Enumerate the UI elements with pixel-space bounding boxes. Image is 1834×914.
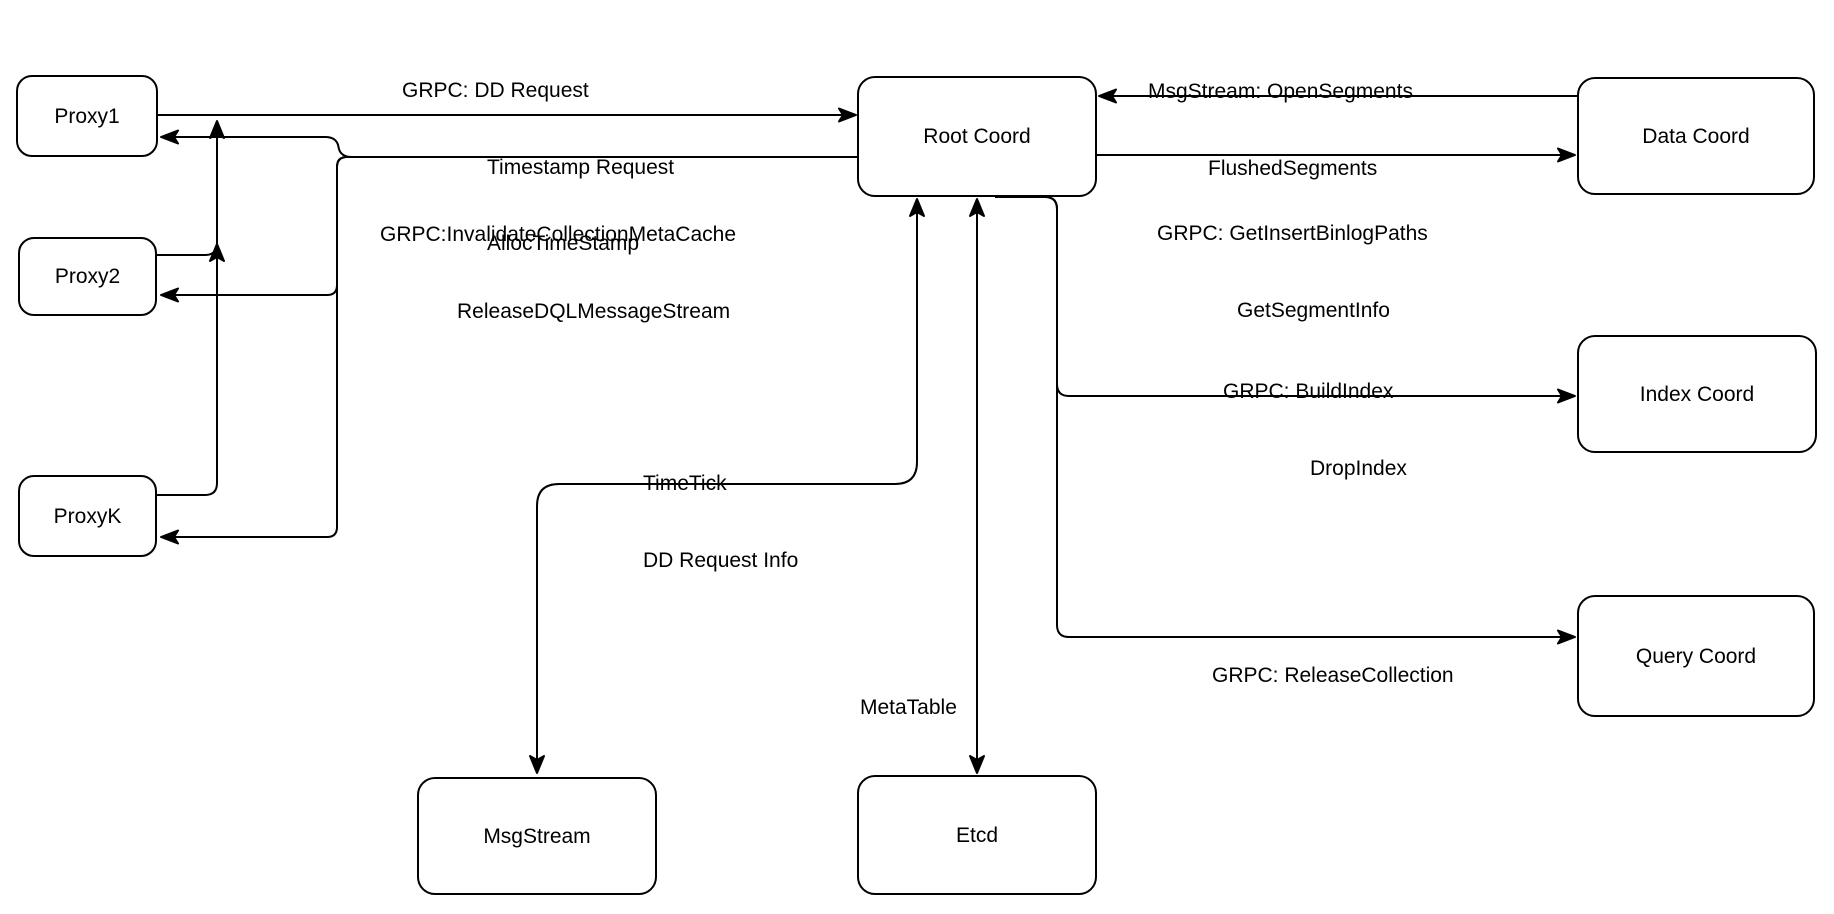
edge-label-line: TimeTick <box>643 472 727 495</box>
edge-label-line: DD Request Info <box>643 548 799 572</box>
node-proxyk: ProxyK <box>18 475 157 557</box>
edge-datacoord-to-rootcoord <box>1098 88 1577 104</box>
edge-rootcoord-to-proxyk <box>160 156 857 545</box>
node-index-coord: Index Coord <box>1577 335 1817 453</box>
node-label-msgstream: MsgStream <box>483 824 591 848</box>
node-data-coord: Data Coord <box>1577 77 1815 195</box>
edge-rootcoord-to-querycoord <box>995 196 1576 645</box>
node-label-proxyk: ProxyK <box>53 504 122 528</box>
node-proxy1: Proxy1 <box>16 75 158 157</box>
edge-label-line: GRPC: DD Request <box>402 79 589 102</box>
node-proxy2: Proxy2 <box>18 237 157 316</box>
edge-label-line: AllocTimeStamp <box>487 232 640 255</box>
edge-label-root-to-proxy: GRPC:InvalidateCollectionMetaCache Relea… <box>380 171 736 375</box>
edge-label-line: GRPC: ReleaseCollection <box>1212 664 1454 687</box>
node-label-proxy2: Proxy2 <box>54 265 121 288</box>
edge-label-line: GRPC:InvalidateCollectionMetaCache <box>380 223 737 246</box>
edge-label-line: GRPC: BuildIndex <box>1223 380 1394 403</box>
node-etcd: Etcd <box>857 775 1097 895</box>
edge-label-root-to-data: GRPC: GetInsertBinlogPaths GetSegmentInf… <box>1157 170 1428 374</box>
node-query-coord: Query Coord <box>1577 595 1815 717</box>
edge-label-root-to-msgstream: TimeTick DD Request Info <box>643 420 798 624</box>
node-label-query-coord: Query Coord <box>1635 644 1757 668</box>
edge-proxy2-merge-up <box>157 120 225 256</box>
edge-label-line: MetaTable <box>860 696 957 719</box>
edge-proxyk-merge-up <box>157 243 225 496</box>
node-label-proxy1: Proxy1 <box>54 104 120 128</box>
edge-label-proxy-to-root: GRPC: DD Request Timestamp Request Alloc… <box>402 27 674 308</box>
edge-label-line: GetSegmentInfo <box>1237 298 1390 322</box>
edge-label-root-to-query: GRPC: ReleaseCollection <box>1212 612 1454 740</box>
edge-label-line: DropIndex <box>1310 456 1407 480</box>
edge-proxy1-to-rootcoord <box>158 107 857 123</box>
node-label-data-coord: Data Coord <box>1642 124 1750 148</box>
edge-label-line: GRPC: GetInsertBinlogPaths <box>1157 222 1428 245</box>
edge-label-root-to-index: GRPC: BuildIndex DropIndex <box>1223 328 1407 532</box>
edge-label-data-to-root: MsgStream: OpenSegments FlushedSegments <box>1148 28 1413 232</box>
edge-rootcoord-to-datacoord <box>1097 147 1576 163</box>
node-label-etcd: Etcd <box>955 823 999 847</box>
edge-label-line: ReleaseDQLMessageStream <box>457 299 731 323</box>
edge-label-line: FlushedSegments <box>1208 156 1378 180</box>
node-root-coord: Root Coord <box>857 76 1097 197</box>
edge-rootcoord-msgstream <box>529 198 925 774</box>
node-label-root-coord: Root Coord <box>923 125 1031 148</box>
edge-label-line: Timestamp Request <box>487 155 675 179</box>
node-msgstream: MsgStream <box>417 777 657 895</box>
edge-label-line: MsgStream: OpenSegments <box>1148 80 1413 103</box>
edge-label-root-to-etcd: MetaTable <box>860 644 957 772</box>
node-label-index-coord: Index Coord <box>1639 382 1755 406</box>
edge-rootcoord-etcd <box>969 198 985 774</box>
